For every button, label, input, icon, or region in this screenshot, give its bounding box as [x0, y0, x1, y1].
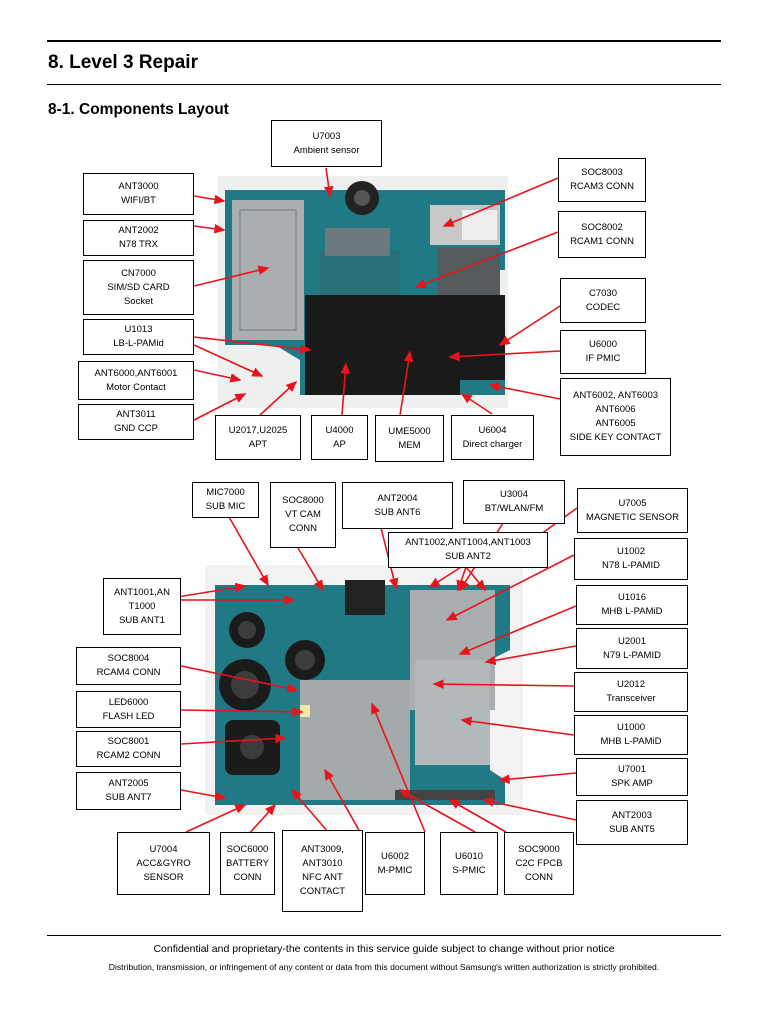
page-heading: 8. Level 3 Repair: [48, 52, 198, 73]
top-rule: [47, 40, 721, 42]
section-heading: 8-1. Components Layout: [48, 101, 229, 118]
bottom-board-photo: [205, 565, 523, 815]
footer-distribution: Distribution, transmission, or infringem…: [108, 962, 660, 972]
heading-rule: [47, 84, 721, 85]
footer-confidential: Confidential and proprietary-the content…: [153, 943, 615, 955]
footer-rule: [47, 935, 721, 936]
